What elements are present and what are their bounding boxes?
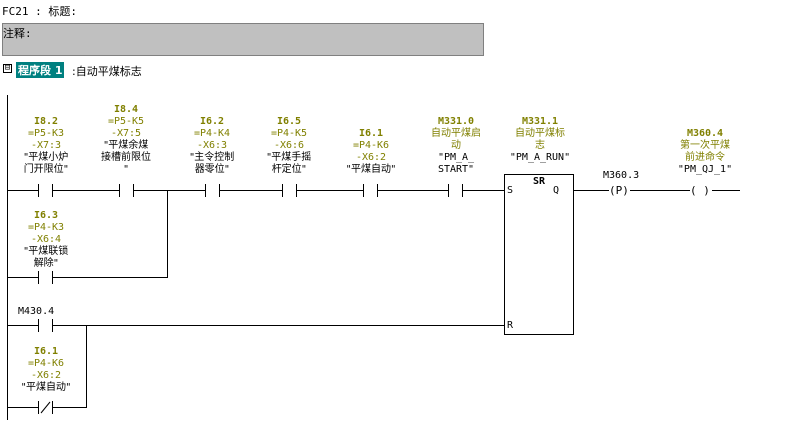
- sr-set-pin: S: [507, 185, 514, 196]
- network-number[interactable]: 程序段 1: [16, 62, 65, 78]
- contact-i6-1[interactable]: I6.1 =P4-K6 -X6:2 "平煤自动": [346, 128, 396, 175]
- block-header: FC21 : 标题:: [2, 5, 77, 18]
- contact-i8-2[interactable]: I8.2 =P5-K3 -X7:3 "平煤小炉 门开限位": [23, 116, 69, 175]
- comment-label: 注释:: [3, 27, 32, 40]
- contact-nc-slash: [40, 401, 51, 414]
- contact-i6-3[interactable]: I6.3 =P4-K3 -X6:4 "平煤联锁 解除": [23, 210, 69, 269]
- sr-block-label[interactable]: M331.1 自动平煤标 志 "PM_A_RUN": [509, 116, 571, 163]
- contact-i6-2[interactable]: I6.2 =P4-K4 -X6:3 "主令控制 器零位": [189, 116, 235, 175]
- block-comment-field[interactable]: [2, 23, 484, 56]
- network-title[interactable]: :自动平煤标志: [72, 65, 142, 78]
- pcoil-address[interactable]: M360.3: [603, 170, 640, 181]
- contact-m331-0[interactable]: M331.0 自动平煤启 动 "PM_A_ START": [431, 116, 481, 175]
- coil-symbol[interactable]: ( ): [690, 184, 710, 197]
- contact-nc-i6-1[interactable]: I6.1 =P4-K6 -X6:2 "平煤自动": [21, 346, 71, 393]
- contact-i6-5[interactable]: I6.5 =P4-K5 -X6:6 "平煤手摇 杆定位": [266, 116, 312, 175]
- coil-m360-4[interactable]: M360.4 第一次平煤 前进命令 "PM_QJ_1": [677, 128, 733, 175]
- contact-m430-4[interactable]: M430.4: [18, 306, 55, 317]
- pcoil-symbol[interactable]: (P): [609, 184, 629, 197]
- sr-output-pin: Q: [553, 185, 560, 196]
- sr-block-box: [504, 174, 574, 335]
- collapse-icon[interactable]: ⊟: [3, 63, 12, 73]
- contact-i8-4[interactable]: I8.4 =P5-K5 -X7:5 "平煤余煤 接槽前限位 ": [101, 104, 151, 175]
- sr-reset-pin: R: [507, 320, 514, 331]
- sr-block-title: SR: [533, 176, 546, 187]
